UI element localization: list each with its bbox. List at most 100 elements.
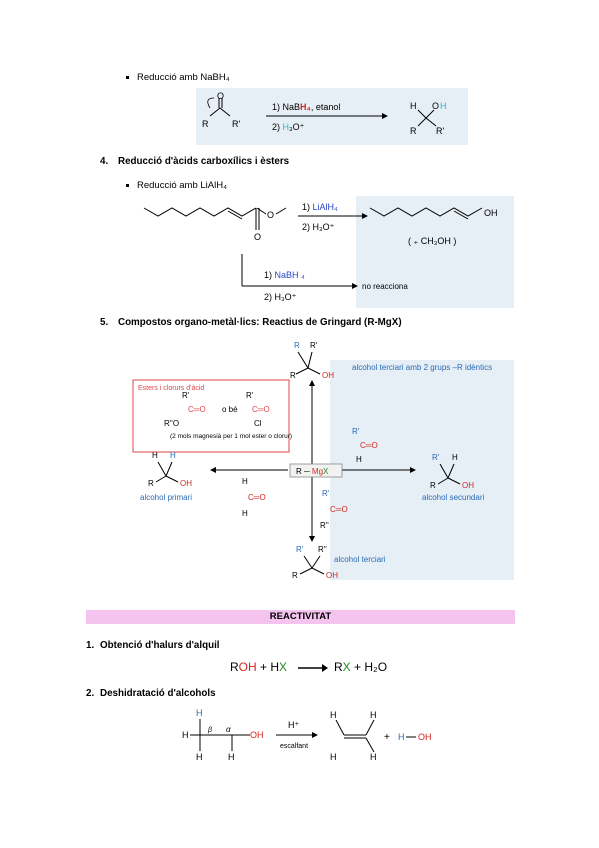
section5-number: 5.: [100, 317, 109, 328]
right-OH: OH: [462, 481, 474, 490]
bottom-reag-Rp: R': [322, 489, 330, 498]
box-title: Esters i clorurs d'àcid: [138, 385, 204, 392]
ester-carbonyl-O: O: [254, 232, 261, 242]
water-OH: OH: [418, 732, 432, 742]
box-RO: R''O: [164, 419, 179, 428]
box-Rp1: R': [182, 391, 190, 400]
bullet-nabh4-label: Reducció amb NaBH₄: [137, 72, 230, 83]
eq-R2: R: [334, 660, 343, 674]
arrowhead-up-icon: [309, 380, 315, 386]
eq-tail: + H₂O: [350, 660, 388, 674]
nabh4-product-O: O: [432, 101, 439, 111]
alkene-H2: H: [370, 710, 377, 720]
section4-title: Reducció d'àcids carboxílics i èsters: [118, 156, 290, 167]
dehyd-H-left: H: [182, 730, 189, 740]
no-reaction-label: no reacciona: [362, 282, 408, 291]
box-Rp2: R': [246, 391, 254, 400]
svg-text:1) LiAlH₄: 1) LiAlH₄: [302, 202, 338, 212]
formal-H1: H: [242, 477, 248, 486]
lialh4-step1-prefix: 1): [302, 202, 313, 212]
bottom-reag-Rpp: R'': [320, 521, 329, 530]
nabh4-scheme-panel: O R R' 1) NaBH₄, etanol 2) H₃O⁺ H O H R …: [196, 88, 468, 145]
arrowhead-icon: [352, 283, 358, 289]
bottom-reag-CO: C═O: [330, 505, 348, 514]
halide-equation: ROH + HX: [230, 660, 287, 674]
bottom-R: R: [292, 571, 298, 580]
eq-X: X: [279, 660, 288, 674]
nabh4-step1-prefix: 1) NaB: [272, 102, 300, 112]
reactivitat-banner: REACTIVITAT: [86, 610, 515, 624]
arrowhead-left-icon: [210, 467, 216, 473]
box-note: (2 mols magnesià per 1 mol ester o cloru…: [170, 433, 292, 440]
curved-arrow-icon: [207, 97, 215, 109]
nabh4-reactant-Rp: R': [232, 119, 240, 129]
dehyd-condition: escalfant: [280, 743, 308, 750]
alt-step1-prefix: 1): [264, 270, 275, 280]
arrowhead-icon: [322, 664, 328, 672]
water-H: H: [398, 732, 405, 742]
right-H: H: [452, 453, 458, 462]
section4-number: 4.: [100, 156, 109, 167]
top-label: alcohol terciari amb 2 grups –R idèntics: [352, 363, 492, 372]
svg-text:1) NaBH ₄: 1) NaBH ₄: [264, 270, 305, 280]
reactivitat-item1-heading: 1.Obtenció d'halurs d'alquil: [86, 640, 220, 651]
left-H1: H: [152, 451, 158, 460]
lialh4-byproduct: ( ₊ CH₃OH ): [408, 236, 456, 246]
alt-step2: 2) H₃O⁺: [264, 292, 297, 302]
section5-heading: 5.Compostos organo-metàl·lics: Reactius …: [100, 317, 402, 328]
alkene-H4: H: [370, 752, 377, 762]
alkene-H1: H: [330, 710, 337, 720]
svg-text:R ─ MgX: R ─ MgX: [296, 467, 329, 476]
esters-box: [132, 379, 290, 453]
alt-step1-reagent: NaBH ₄: [275, 270, 306, 280]
left-OH: OH: [180, 479, 192, 488]
arrowhead-icon: [312, 732, 318, 738]
dehyd-OH: OH: [250, 730, 264, 740]
reactivitat-banner-label: REACTIVITAT: [269, 611, 332, 622]
box-Cl: Cl: [254, 419, 262, 428]
dehyd-plus: +: [384, 732, 390, 743]
nabh4-step1-suffix: , etanol: [311, 102, 341, 112]
dehyd-alpha: α: [226, 725, 231, 734]
halide-arrow: [298, 664, 328, 672]
center-Mg: Mg: [312, 467, 323, 476]
nabh4-product-R: R: [410, 126, 417, 136]
arrowhead-icon: [362, 213, 368, 219]
right-label: alcohol secundari: [422, 493, 484, 502]
dehydration-scheme: H H H H β α OH H⁺ escalfant H H H H + H …: [182, 708, 432, 762]
nabh4-product-H: H: [410, 101, 417, 111]
grignard-scheme: R R' R OH alcohol terciari amb 2 grups –…: [132, 341, 492, 580]
bullet-lialh4-label: Reducció amb LiAlH₄: [137, 180, 227, 191]
top-label-line1: alcohol terciari amb 2 grups –R idèntics: [352, 363, 492, 372]
bullet-lialh4: Reducció amb LiAlH₄: [126, 180, 227, 191]
right-R: R: [430, 481, 436, 490]
formal-CO: C═O: [248, 493, 266, 502]
item2-title: Deshidratació d'alcohols: [100, 688, 216, 699]
nabh4-reactant-R: R: [202, 119, 209, 129]
ester-O: O: [267, 210, 274, 220]
left-H2: H: [170, 451, 176, 460]
item2-number: 2.: [86, 688, 95, 699]
right-reag-Rp: R': [352, 427, 360, 436]
box-CO2: C═O: [252, 405, 270, 414]
left-R: R: [148, 479, 154, 488]
bullet-square-icon: [126, 183, 129, 187]
dehyd-Hblue: H: [196, 708, 203, 718]
arrowhead-down-icon: [309, 536, 315, 542]
alkene-H3: H: [330, 752, 337, 762]
nabh4-step2-suffix: ₃O⁺: [289, 122, 305, 132]
svg-text:1) NaBH₄, etanol: 1) NaBH₄, etanol: [272, 102, 340, 112]
box-obe: o bé: [222, 405, 238, 414]
right-reag-H: H: [356, 455, 362, 464]
left-label: alcohol primari: [140, 493, 192, 502]
lialh4-step2: 2) H₃O⁺: [302, 222, 335, 232]
svg-text:2) H₃O⁺: 2) H₃O⁺: [272, 122, 305, 132]
reactivitat-item2-heading: 2. Deshidratació d'alcohols: [86, 688, 216, 699]
top-R: R: [294, 341, 300, 350]
nabh4-scheme: O R R' 1) NaBH₄, etanol 2) H₃O⁺ H O H R …: [202, 91, 447, 136]
halide-product: RX + H₂O: [334, 660, 387, 674]
nabh4-step1-H4: H₄: [300, 102, 311, 112]
eq-OH: OH: [238, 660, 257, 674]
eq-R: R: [230, 660, 239, 674]
eq-plus: + H: [256, 660, 280, 674]
